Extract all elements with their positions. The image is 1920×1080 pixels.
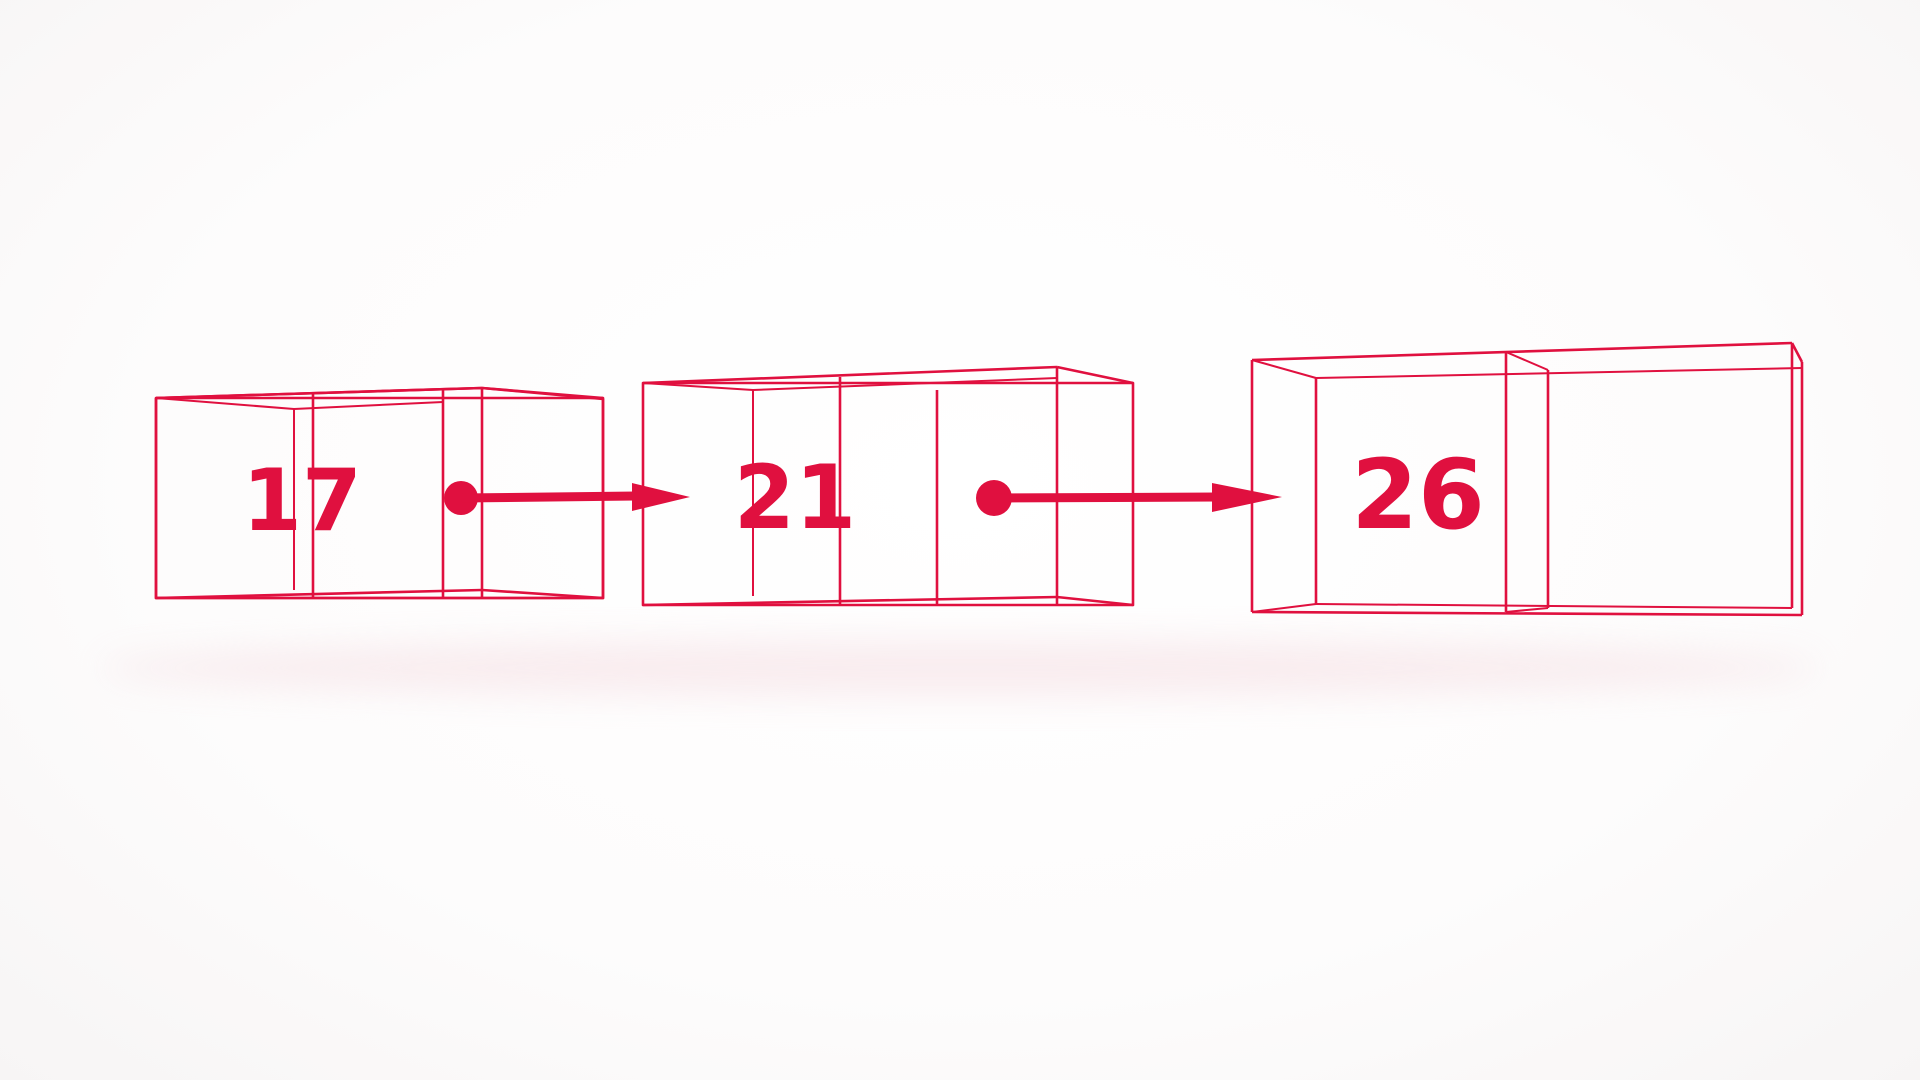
pointer-arrow-2	[976, 480, 1282, 516]
arrowhead	[1212, 483, 1282, 512]
pointer-arrow-1	[444, 481, 690, 515]
arrowhead	[632, 483, 690, 511]
node-2-value: 21	[734, 446, 856, 549]
node-3-value: 26	[1351, 439, 1485, 551]
node-2-box	[641, 365, 1135, 607]
floor-shadow	[100, 640, 1820, 696]
node-1-value: 17	[242, 451, 362, 551]
node-3-box	[1250, 341, 1804, 617]
node-1-box	[154, 386, 605, 600]
